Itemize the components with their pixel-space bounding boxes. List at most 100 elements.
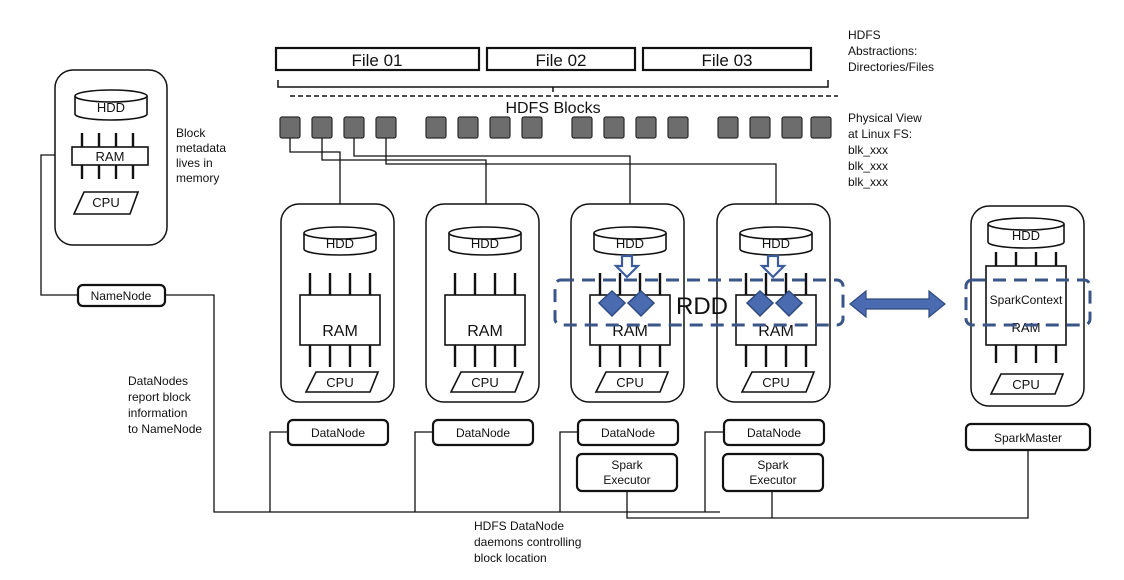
hdfs-block: [521, 116, 543, 139]
namenode-hdd: [74, 89, 148, 121]
namenode-ram-chip: [71, 146, 149, 166]
block-wire-4: [385, 138, 777, 220]
datanode-3-tap: [559, 431, 578, 512]
rdd-partitions: [597, 289, 804, 318]
namenode-cpu-label: CPU: [92, 195, 119, 210]
datanode-label: DataNode: [311, 426, 365, 440]
file-03-box: [641, 46, 813, 72]
datanode-cpu-chip: [304, 371, 380, 393]
namenode-note-line-2: metadata: [176, 141, 226, 155]
datanode-hdd-label: HDD: [762, 236, 790, 251]
datanode-cpu-label: CPU: [326, 375, 353, 390]
block-wire-3: [353, 138, 631, 220]
hdfs-block: [571, 116, 593, 139]
network-wires: [40, 154, 1029, 519]
spark-master-hdd: [987, 217, 1065, 249]
datanode-4-tap: [704, 431, 723, 512]
namenode-note-line-3: lives in: [176, 156, 213, 170]
report-note-line-3: information: [128, 406, 187, 420]
files-caption-line-1: HDFS: [848, 28, 881, 42]
datanodes-layer: HDDRAMCPUDataNodeHDDRAMCPUDataNodeHDDRAM…: [280, 203, 831, 493]
files-caption-line-3: Directories/Files: [848, 60, 934, 74]
hdd-top: [739, 226, 813, 240]
daemons-note: HDFS DataNode daemons controlling block …: [474, 519, 581, 565]
datanode-label-box: [576, 418, 680, 447]
hdfs-block: [635, 116, 657, 139]
hdfs-block: [311, 116, 333, 139]
datanode-label: DataNode: [601, 426, 655, 440]
block-to-datanode-wires: [289, 138, 777, 220]
spark-executor-label: Executor: [749, 473, 796, 487]
blocks-caption: Physical View at Linux FS: blk_xxx blk_x…: [848, 111, 922, 189]
datanode-report-bus: [165, 294, 720, 513]
spark-master-ram-label: RAM: [1012, 320, 1041, 335]
spark-executor-label: Spark: [611, 458, 643, 472]
datanode-ram-label: RAM: [612, 323, 648, 340]
datanode-hdd-label: HDD: [616, 236, 644, 251]
report-note-line-2: report block: [128, 390, 192, 404]
report-note-line-4: to NameNode: [128, 422, 202, 436]
hdd-top: [303, 226, 377, 240]
spark-executor-box: [575, 452, 679, 493]
spark-master-bus: [626, 450, 1029, 519]
datanode-hdd-label: HDD: [471, 236, 499, 251]
hdfs-block: [343, 116, 365, 139]
hdfs-block: [425, 116, 447, 139]
datanode-label-box: [722, 418, 826, 447]
rdd-outline: [553, 278, 845, 327]
spark-master-ram-pins: [994, 252, 1058, 363]
hdfs-block: [749, 116, 771, 139]
hdfs-block: [781, 116, 803, 139]
spark-executor-box: [721, 452, 825, 493]
datanode-hdd: [303, 226, 377, 256]
daemons-note-line-3: block location: [474, 551, 547, 565]
file-02-label: File 02: [535, 51, 586, 70]
spark-context-outline: [964, 278, 1092, 327]
datanode-ram-chip: [444, 294, 526, 346]
files-brace: [277, 80, 829, 88]
datanode-hdd: [448, 226, 522, 256]
datanode-cpu-chip: [594, 371, 670, 393]
hdfs-block: [375, 116, 397, 139]
hdd-top: [448, 226, 522, 240]
datanode-hdd: [593, 226, 667, 256]
files-caption: HDFS Abstractions: Directories/Files: [848, 28, 934, 74]
hdfs-files-group: File 01 File 02 File 03 HDFS Abstraction…: [274, 28, 934, 92]
block-wire-1: [289, 138, 341, 220]
hdd-top: [593, 226, 667, 240]
namenode-machine: HDD RAM CPU: [54, 69, 168, 246]
spark-executor-label: Spark: [757, 458, 789, 472]
datanode-cpu-chip: [740, 371, 816, 393]
file-02-box: [485, 46, 637, 72]
namenode-ram-label: RAM: [96, 149, 125, 164]
datanode-ram-chip: [299, 294, 381, 346]
datanode-ram-label: RAM: [758, 323, 794, 340]
down-arrow-icon: [759, 254, 787, 279]
file-03-label: File 03: [701, 51, 752, 70]
rdd-partition-diamond-3: [745, 289, 775, 318]
daemons-note-line-1: HDFS DataNode: [474, 519, 564, 533]
datanode-2-tap: [414, 431, 433, 512]
datanode-cpu-label: CPU: [762, 375, 789, 390]
report-note-line-1: DataNodes: [128, 374, 188, 388]
datanode-ram-pins: [308, 273, 372, 367]
datanode-cpu-label: CPU: [471, 375, 498, 390]
spark-master-cpu-label: CPU: [1012, 377, 1039, 392]
rdd-partition-diamond-2: [626, 289, 656, 318]
datanode-hdd: [739, 226, 813, 256]
blocks-caption-line-1: Physical View: [848, 111, 922, 125]
blocks-caption-line-4: blk_xxx: [848, 159, 888, 173]
hdd-top: [74, 89, 148, 103]
datanode-cpu-label: CPU: [616, 375, 643, 390]
datanode-label-box: [431, 418, 535, 447]
hdfs-block: [279, 116, 301, 139]
spark-master-machine: HDD SparkContext RAM CPU: [970, 205, 1085, 407]
namenode-label: NameNode: [91, 289, 152, 303]
hdfs-block: [603, 116, 625, 139]
datanode-ram-pins: [744, 273, 808, 367]
spark-executor-label: Executor: [603, 473, 650, 487]
file-01-box: [274, 46, 481, 72]
namenode-note: Block metadata lives in memory: [176, 126, 226, 185]
